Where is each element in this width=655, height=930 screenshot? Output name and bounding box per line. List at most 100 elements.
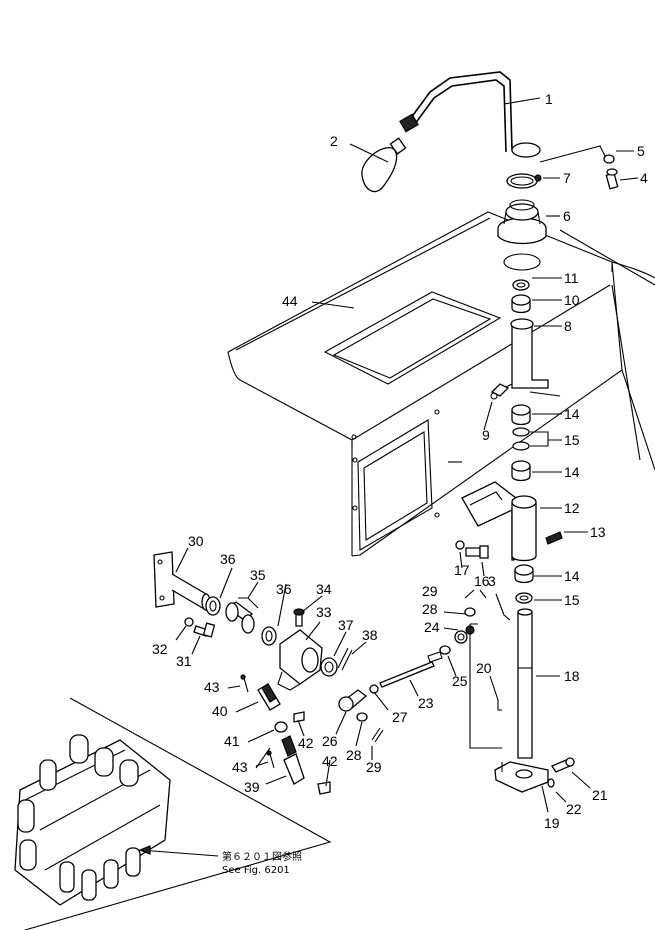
callout-11: 11 (564, 270, 579, 286)
callout-15-lower: 15 (564, 592, 580, 608)
callout-labels: 1 2 3 4 5 6 7 8 9 10 11 12 13 14 14 14 1… (152, 91, 648, 831)
callout-24: 24 (424, 619, 440, 635)
grease-fitting-9 (490, 383, 510, 400)
nut-41 (274, 721, 288, 733)
callout-3: 3 (488, 573, 496, 589)
callout-12: 12 (564, 500, 580, 516)
washer-17 (455, 540, 465, 550)
callout-28-upper: 28 (422, 601, 438, 617)
bushing-14-lower (514, 564, 534, 584)
callout-35: 35 (250, 567, 266, 583)
callout-27: 27 (392, 709, 408, 725)
callout-15-upper: 15 (564, 432, 580, 448)
callout-44: 44 (282, 293, 298, 309)
washer-37 (320, 657, 338, 677)
clip-40 (257, 683, 281, 711)
callout-30: 30 (188, 533, 204, 549)
bushing-10 (511, 294, 531, 314)
callout-18: 18 (564, 668, 580, 684)
callout-1: 1 (545, 91, 553, 107)
callout-38: 38 (362, 627, 378, 643)
callout-10: 10 (564, 292, 580, 308)
bushing-11 (512, 279, 530, 291)
holder-33 (277, 629, 323, 691)
pin-43-lower (266, 750, 275, 769)
washer-22 (547, 778, 555, 788)
bolt-42-lower (317, 781, 331, 795)
callout-31: 31 (176, 653, 192, 669)
callout-39: 39 (244, 779, 260, 795)
callout-33: 33 (316, 604, 332, 620)
callout-36-right: 36 (276, 581, 292, 597)
cotter-pin-29 (371, 727, 384, 743)
cotter-pin-29-upper (464, 589, 475, 599)
callout-13: 13 (590, 524, 606, 540)
rod-23 (379, 651, 443, 688)
callout-14-middle: 14 (564, 464, 580, 480)
reference-note-english: See Fig. 6201 (222, 865, 290, 876)
callout-21: 21 (592, 787, 608, 803)
callout-34: 34 (316, 581, 332, 597)
callout-43-lower: 43 (232, 759, 248, 775)
callout-42-upper: 42 (298, 735, 314, 751)
callout-32: 32 (152, 641, 168, 657)
leader-lines (175, 97, 639, 813)
callout-23: 23 (418, 695, 434, 711)
bracket-20 (469, 623, 502, 749)
callout-14-upper: 14 (564, 406, 580, 422)
rod-end-26 (338, 689, 368, 712)
pin-43-upper (240, 674, 249, 693)
callout-29-lower: 29 (366, 759, 382, 775)
callout-43-upper: 43 (204, 679, 220, 695)
callout-2: 2 (330, 133, 338, 149)
nut-5 (603, 154, 615, 164)
callout-28-lower: 28 (346, 747, 362, 763)
nut-25 (439, 645, 451, 655)
callout-42-lower: 42 (322, 753, 338, 769)
bolt-31 (193, 622, 216, 638)
callout-37: 37 (338, 617, 354, 633)
clip-39 (281, 735, 305, 785)
bushing-14-middle (511, 460, 531, 482)
callout-26: 26 (322, 733, 338, 749)
bolt-4 (605, 168, 619, 190)
seal-36-left (205, 596, 221, 616)
callout-5: 5 (637, 143, 645, 159)
seal-36-right (261, 626, 277, 646)
callout-20: 20 (476, 660, 492, 676)
screw-13 (545, 531, 563, 545)
callout-19: 19 (544, 815, 560, 831)
clamp-7 (506, 173, 542, 189)
tube-8 (499, 318, 561, 397)
callout-25: 25 (452, 673, 468, 689)
callout-17: 17 (454, 562, 470, 578)
bracket-30 (153, 551, 211, 612)
washer-24 (454, 625, 475, 644)
bolt-21 (551, 757, 575, 773)
boot-6 (497, 199, 547, 245)
callout-29-upper: 29 (422, 583, 438, 599)
lever-arm-19 (494, 761, 549, 793)
bracket-12 (461, 481, 537, 562)
reference-note: 第６２０１図参照 See Fig. 6201 (222, 850, 302, 876)
callout-9: 9 (482, 427, 490, 443)
callout-16: 16 (474, 573, 490, 589)
callout-41: 41 (224, 733, 240, 749)
callout-8: 8 (564, 318, 572, 334)
bushing-14-upper (511, 404, 531, 426)
nut-27 (369, 684, 379, 694)
nut-28-lower (356, 712, 368, 722)
reference-note-japanese: 第６２０１図参照 (222, 850, 302, 863)
control-lever (399, 71, 541, 158)
washer-15-pair (512, 427, 530, 451)
callout-22: 22 (566, 801, 582, 817)
callout-7: 7 (563, 170, 571, 186)
shaft-18 (517, 608, 533, 759)
callout-40: 40 (212, 703, 228, 719)
lever-knob (361, 137, 407, 193)
bolt-42-upper (293, 711, 305, 723)
control-valve (14, 697, 332, 930)
washer-15 (515, 592, 533, 604)
bolt-16 (465, 545, 489, 559)
